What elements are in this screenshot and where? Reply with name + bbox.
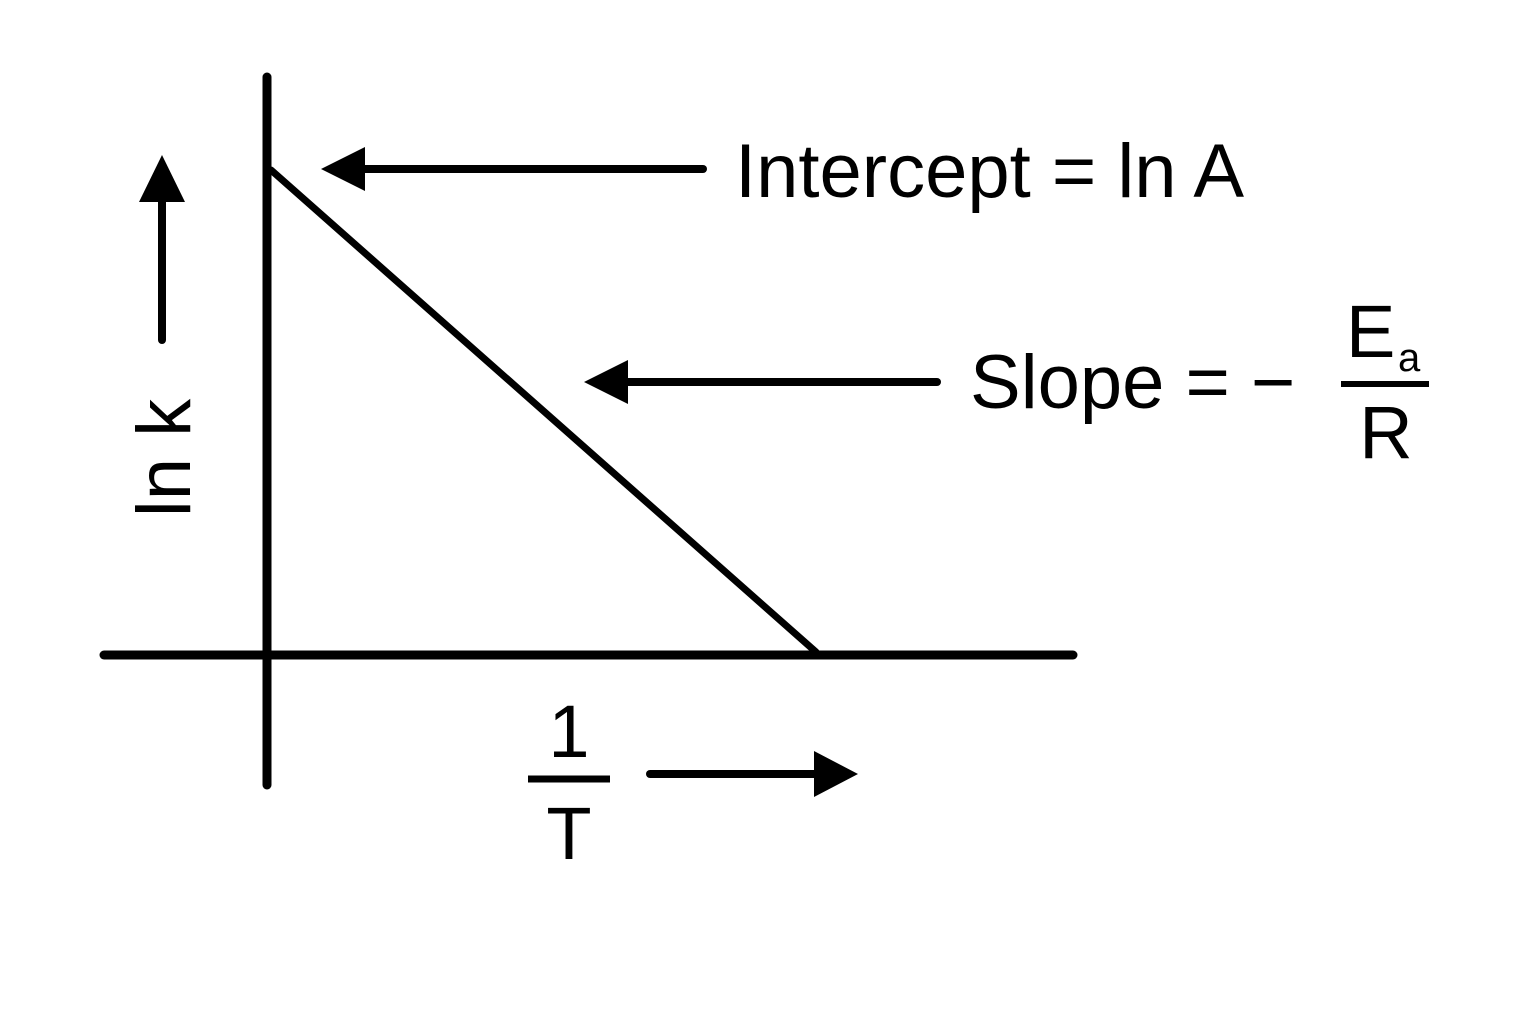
x-axis-label-denominator: T [546,792,591,875]
x-axis-label-numerator: 1 [548,690,589,773]
intercept-label: Intercept = ln A [735,129,1244,214]
slope-label-prefix: Slope = − [970,340,1295,425]
slope-numerator-subscript: a [1398,336,1421,380]
x-axis-label: 1 T [528,690,610,875]
slope-denominator: R [1359,391,1412,474]
slope-numerator-main: E [1346,290,1395,373]
y-axis-label: ln k [122,398,207,517]
slope-pointer-arrow [584,360,941,404]
intercept-pointer-arrow [321,147,707,191]
plot-line [267,166,820,656]
slope-label: Slope = − E a R [970,290,1429,474]
x-axis-direction-arrow [646,751,858,797]
y-axis-direction-arrow [139,155,185,344]
